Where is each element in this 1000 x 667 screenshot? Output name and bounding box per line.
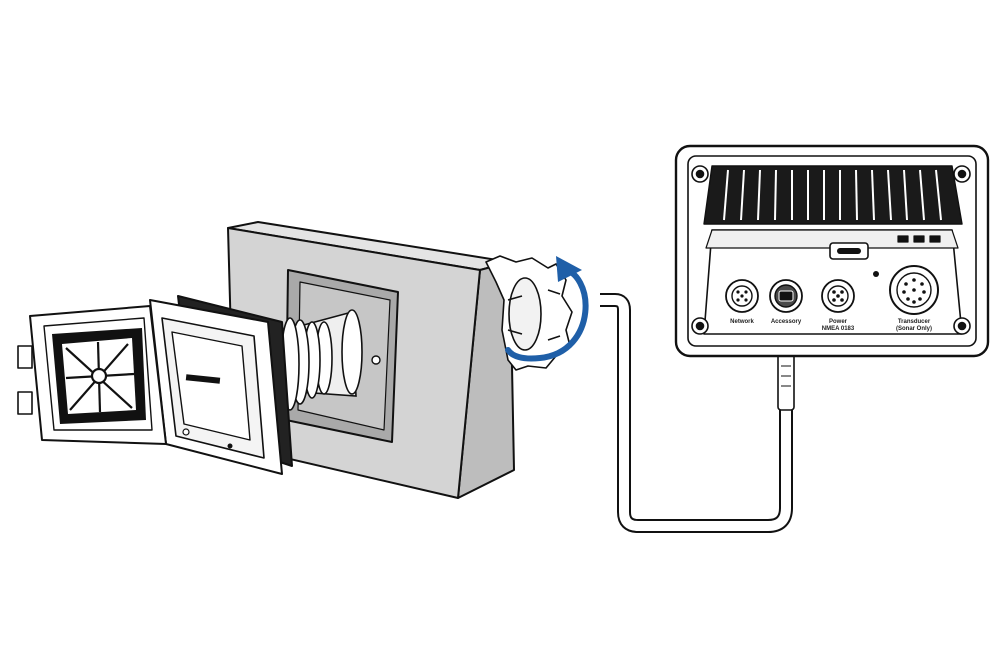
network-port-icon: [725, 279, 759, 313]
thumb-nut: [485, 255, 573, 371]
port-label-accessory: Accessory: [771, 319, 802, 325]
unit-slot: [185, 374, 221, 384]
port-label-network: Network: [730, 319, 754, 325]
port-label-transducer-note: (Sonar Only): [896, 326, 932, 332]
corner-screws: [691, 165, 971, 335]
clockwise-arrow-icon: [505, 256, 589, 362]
accessory-port-icon: [769, 279, 803, 313]
bracket-lattice: [65, 341, 135, 413]
port-label-power: Power: [829, 319, 848, 325]
mount-stem: [280, 309, 363, 411]
usb-c-port-icon: [829, 242, 869, 260]
power-port-icon: [821, 279, 855, 313]
port-label-transducer: Transducer: [898, 319, 931, 325]
panel-screw-hole: [371, 355, 381, 365]
power-cable: [600, 293, 795, 533]
port-label-power-nmea: NMEA 0183: [822, 326, 855, 332]
heatsink: [703, 165, 963, 225]
unit-screen-recess: [171, 331, 251, 441]
transducer-port-icon: [889, 265, 939, 315]
unit-rear-view: Network Accessory Power NMEA 0183 Transd…: [674, 144, 990, 358]
port-labels: Network Accessory Power NMEA 0183 Transd…: [730, 319, 932, 332]
display-unit: [17, 295, 293, 475]
